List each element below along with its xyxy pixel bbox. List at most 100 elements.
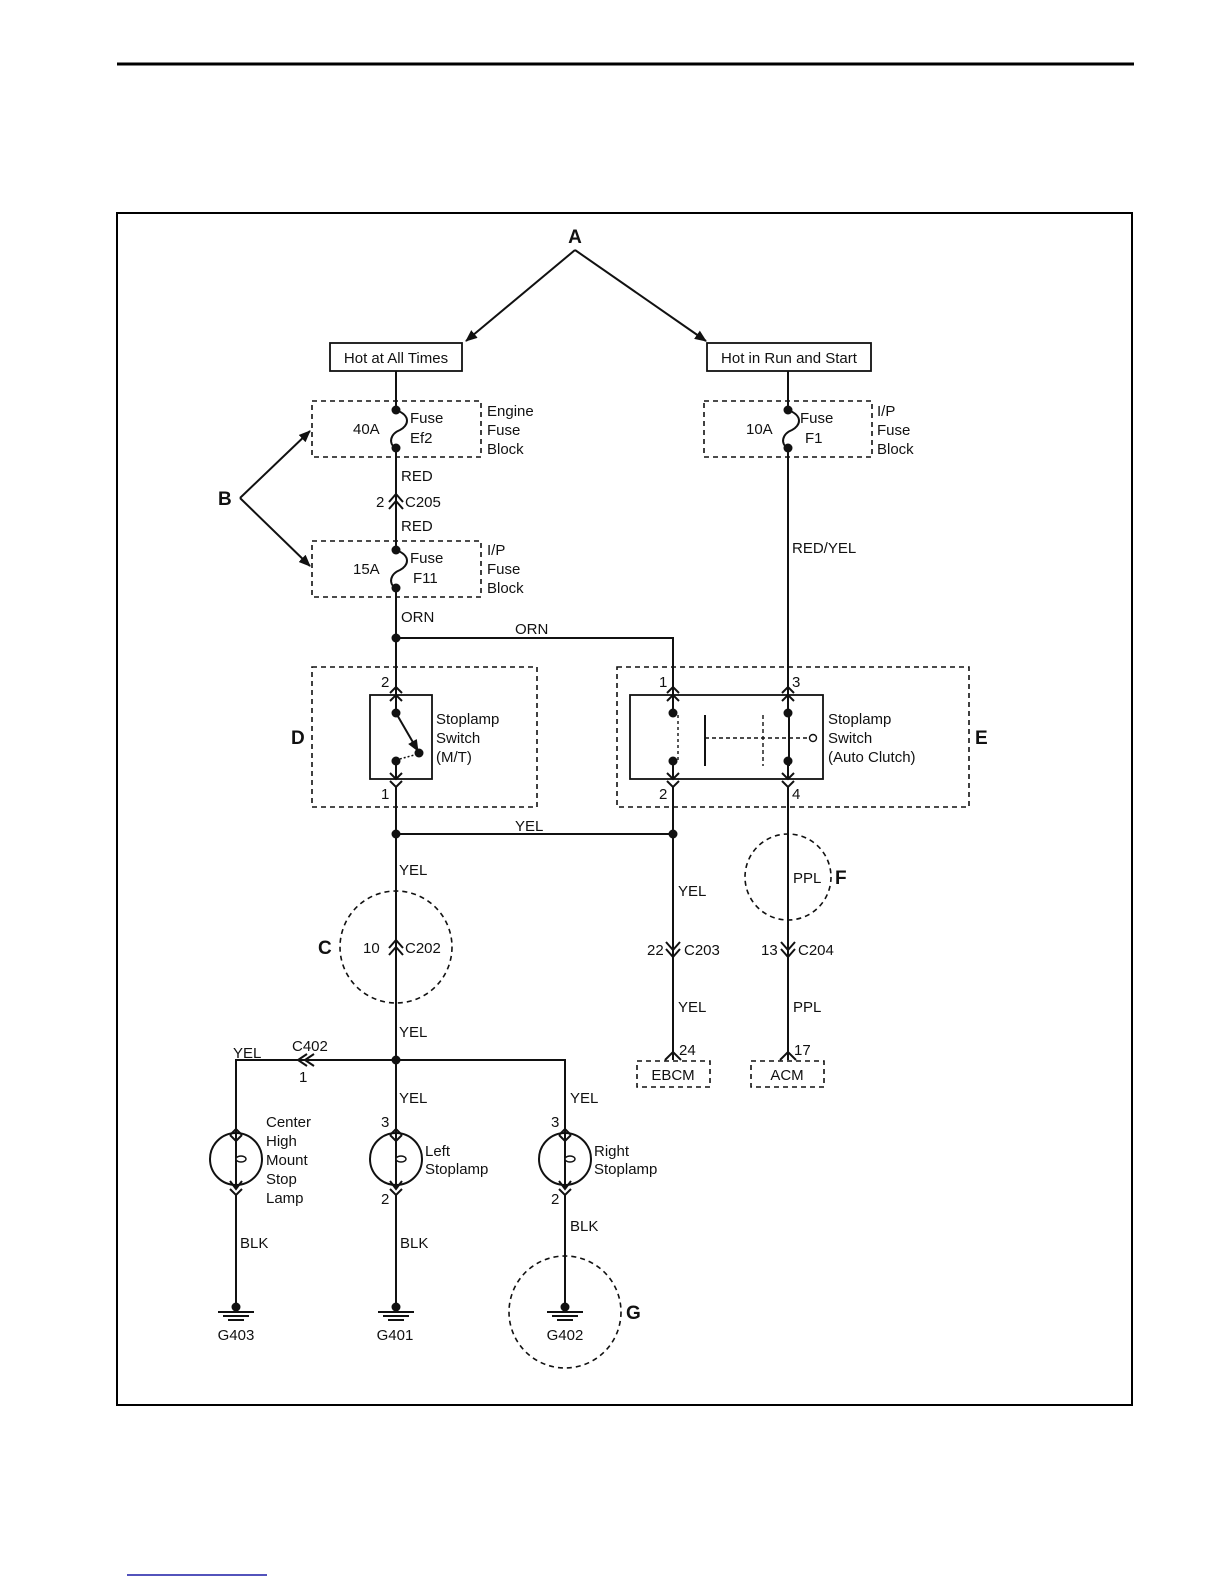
fuse-f1-rating: 10A bbox=[746, 421, 773, 438]
switch-auto-pin-3: 3 bbox=[792, 674, 800, 691]
ebcm-label: EBCM bbox=[651, 1067, 694, 1084]
connector-c202-name: C202 bbox=[405, 940, 441, 957]
acm-pin: 17 bbox=[794, 1042, 811, 1059]
switch-mt-contact-arm bbox=[395, 712, 419, 752]
wire-label-red-1: RED bbox=[401, 468, 433, 485]
wire-label-yel-c202-top: YEL bbox=[399, 862, 427, 879]
ip-fuse-block-f1-label-2: Fuse bbox=[877, 422, 910, 439]
ip-fuse-block-f11-label-3: Block bbox=[487, 580, 524, 597]
callout-c: C bbox=[318, 938, 332, 959]
connector-c203-symbol bbox=[665, 941, 681, 959]
wire-label-yel-chmsl: YEL bbox=[233, 1045, 261, 1062]
callout-g-circle bbox=[508, 1255, 622, 1369]
hot-in-run-start-box: Hot in Run and Start bbox=[706, 342, 872, 372]
ebcm-terminal bbox=[664, 1050, 682, 1061]
stoplamp-switch-auto-outline bbox=[616, 666, 970, 808]
acm-terminal bbox=[779, 1050, 797, 1061]
fuse-ef2 bbox=[390, 405, 408, 453]
wire-label-blk-chmsl: BLK bbox=[240, 1235, 268, 1252]
callout-a-arrow-left bbox=[465, 249, 576, 342]
callout-f-circle bbox=[744, 833, 832, 921]
connector-c402-symbol bbox=[296, 1053, 315, 1067]
callout-f: F bbox=[835, 868, 847, 889]
engine-fuse-block-label-3: Block bbox=[487, 441, 524, 458]
connector-c205-name: C205 bbox=[405, 494, 441, 511]
right-stoplamp bbox=[538, 1127, 592, 1197]
acm-label: ACM bbox=[770, 1067, 803, 1084]
ground-g402: G402 bbox=[547, 1327, 584, 1344]
callout-a: A bbox=[568, 227, 582, 248]
stoplamp-switch-mt-outline bbox=[311, 666, 538, 808]
ip-fuse-block-f1-label-1: I/P bbox=[877, 403, 895, 420]
fuse-f11-rating: 15A bbox=[353, 561, 380, 578]
fuse-f11-label: Fuse bbox=[410, 550, 443, 567]
switch-mt-pin-2: 2 bbox=[381, 674, 389, 691]
wire bbox=[396, 1059, 566, 1135]
connector-c204-pin: 13 bbox=[761, 942, 778, 959]
connector-c203-name: C203 bbox=[684, 942, 720, 959]
wire-label-yel-c203-top: YEL bbox=[678, 883, 706, 900]
chmsl-label-5: Lamp bbox=[266, 1190, 304, 1207]
wire-label-red-yel: RED/YEL bbox=[792, 540, 856, 557]
wire-label-orn-2: ORN bbox=[515, 621, 548, 638]
fuse-f11 bbox=[390, 545, 408, 593]
ebcm-pin: 24 bbox=[679, 1042, 696, 1059]
diagram-frame bbox=[116, 212, 1133, 1406]
switch-mt-label-3: (M/T) bbox=[436, 749, 472, 766]
fuse-f11-id: F11 bbox=[413, 570, 438, 587]
callout-d: D bbox=[291, 728, 305, 749]
acm-module bbox=[750, 1060, 825, 1088]
wire bbox=[396, 637, 674, 695]
switch-auto-label-1: Stoplamp bbox=[828, 711, 891, 728]
chmsl-label-1: Center bbox=[266, 1114, 311, 1131]
switch-auto-label-2: Switch bbox=[828, 730, 872, 747]
callout-b-arrow-up bbox=[239, 430, 311, 499]
connector-c402-pin: 1 bbox=[299, 1069, 307, 1086]
ground-icon bbox=[547, 1302, 583, 1321]
ground-g403: G403 bbox=[218, 1327, 255, 1344]
wire-label-yel-c203-bottom: YEL bbox=[678, 999, 706, 1016]
switch-auto-pin-2: 2 bbox=[659, 786, 667, 803]
wire-label-yel-c202-bottom: YEL bbox=[399, 1024, 427, 1041]
ip-fuse-block-f11-label-2: Fuse bbox=[487, 561, 520, 578]
switch-mt-pin-1: 1 bbox=[381, 786, 389, 803]
ip-fuse-block-f11-label-1: I/P bbox=[487, 542, 505, 559]
callout-b-arrow-down bbox=[239, 497, 311, 567]
wire-label-red-2: RED bbox=[401, 518, 433, 535]
left-stoplamp-label-1: Left bbox=[425, 1143, 451, 1160]
connector-c205-symbol bbox=[388, 492, 404, 510]
left-stoplamp-pin-2: 2 bbox=[381, 1191, 389, 1208]
wire-label-blk-left: BLK bbox=[400, 1235, 428, 1252]
connector-c402-name: C402 bbox=[292, 1038, 328, 1055]
wire-label-blk-right: BLK bbox=[570, 1218, 598, 1235]
hot-at-all-times-box: Hot at All Times bbox=[329, 342, 463, 372]
callout-c-circle bbox=[339, 890, 453, 1004]
switch-auto-label-3: (Auto Clutch) bbox=[828, 749, 916, 766]
center-high-mount-stop-lamp bbox=[209, 1127, 263, 1197]
wire bbox=[235, 1059, 396, 1135]
fuse-ef2-rating: 40A bbox=[353, 421, 380, 438]
connector-c205-pin: 2 bbox=[376, 494, 384, 511]
ground-icon bbox=[218, 1302, 254, 1321]
connector-c204-symbol bbox=[780, 941, 796, 959]
ground-g401: G401 bbox=[377, 1327, 414, 1344]
right-stoplamp-label-1: Right bbox=[594, 1143, 630, 1160]
left-stoplamp-pin-3: 3 bbox=[381, 1114, 389, 1131]
ebcm-module bbox=[636, 1060, 711, 1088]
connector-c202-pin: 10 bbox=[363, 940, 380, 957]
fuse-ef2-label: Fuse bbox=[410, 410, 443, 427]
callout-e: E bbox=[975, 728, 988, 749]
switch-auto-pin-1: 1 bbox=[659, 674, 667, 691]
hot-at-all-times-label: Hot at All Times bbox=[344, 350, 448, 367]
left-stoplamp bbox=[369, 1127, 423, 1197]
right-stoplamp-pin-3: 3 bbox=[551, 1114, 559, 1131]
fuse-f1 bbox=[782, 405, 800, 453]
stoplamp-switch-auto bbox=[629, 694, 824, 780]
wire-label-ppl-top: PPL bbox=[793, 870, 821, 887]
engine-fuse-block-label-1: Engine bbox=[487, 403, 534, 420]
callout-g: G bbox=[626, 1303, 641, 1324]
hot-in-run-start-label: Hot in Run and Start bbox=[721, 350, 858, 367]
wire-label-orn-1: ORN bbox=[401, 609, 434, 626]
wire-label-yel-left: YEL bbox=[399, 1090, 427, 1107]
callout-a-arrow-right bbox=[574, 249, 707, 342]
